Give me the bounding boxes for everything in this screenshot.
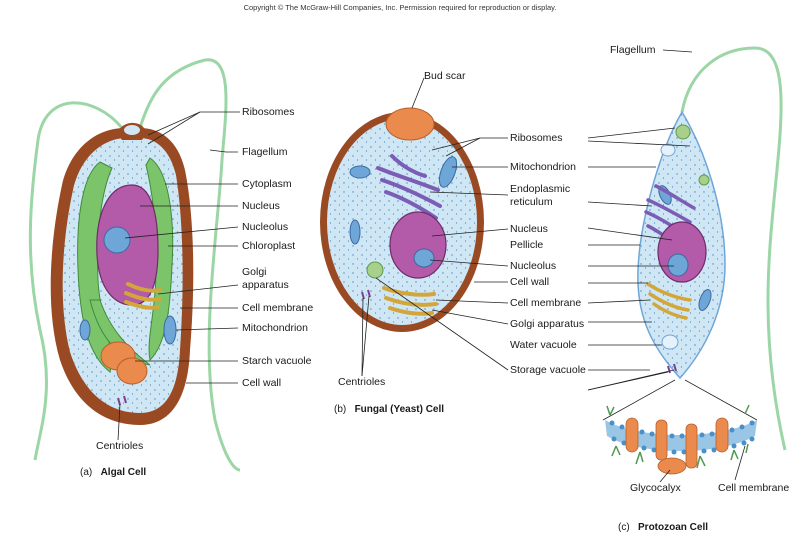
fungal-label-mitochondrion: Mitochondrion (510, 161, 576, 173)
fungal-label-centrioles: Centrioles (338, 376, 385, 388)
algal-label-mitochondrion: Mitochondrion (242, 322, 308, 334)
fungal-label-er-line1: Endoplasmic (510, 183, 570, 195)
protozoan-caption: (c) Protozoan Cell (618, 522, 708, 533)
protozoan-label-glycocalyx: Glycocalyx (630, 482, 681, 494)
algal-label-nucleus: Nucleus (242, 200, 280, 212)
algal-caption-title: Algal Cell (101, 467, 147, 478)
algal-label-cytoplasm: Cytoplasm (242, 178, 292, 190)
algal-label-chloroplast: Chloroplast (242, 240, 295, 252)
fungal-caption: (b) Fungal (Yeast) Cell (334, 404, 444, 415)
protozoan-label-pellicle: Pellicle (510, 239, 543, 251)
fungal-label-ribosomes: Ribosomes (510, 132, 563, 144)
fungal-label-storage-vacuole: Storage vacuole (510, 364, 586, 376)
fungal-label-bud-scar: Bud scar (424, 70, 465, 82)
fungal-label-cell-membrane: Cell membrane (510, 297, 581, 309)
protozoan-membrane-detail (605, 405, 757, 474)
algal-nucleolus (104, 227, 130, 253)
protozoan-caption-title: Protozoan Cell (638, 522, 708, 533)
fungal-bud-scar (386, 108, 434, 140)
algal-mitochondrion (164, 316, 176, 344)
algal-label-flagellum: Flagellum (242, 146, 288, 158)
algal-caption-letter: (a) (80, 467, 92, 478)
protozoan-label-water-vacuole: Water vacuole (510, 339, 577, 351)
algal-label-cell-membrane: Cell membrane (242, 302, 313, 314)
fungal-storage-vacuole (367, 262, 383, 278)
protozoan-label-flagellum: Flagellum (610, 44, 656, 56)
algal-label-cell-wall: Cell wall (242, 377, 281, 389)
protozoan-water-vacuole (662, 335, 678, 349)
algal-label-centrioles: Centrioles (96, 440, 143, 452)
fungal-label-golgi: Golgi apparatus (510, 318, 584, 330)
fungal-nucleolus (414, 249, 434, 267)
fungal-label-cell-wall: Cell wall (510, 276, 549, 288)
algal-label-nucleolus: Nucleolus (242, 221, 288, 233)
protozoan-caption-letter: (c) (618, 522, 630, 533)
fungal-label-nucleolus: Nucleolus (510, 260, 556, 272)
fungal-nucleus (390, 212, 446, 278)
algal-label-starch-vacuole: Starch vacuole (242, 355, 311, 367)
algal-label-ribosomes: Ribosomes (242, 106, 295, 118)
fungal-caption-title: Fungal (Yeast) Cell (355, 404, 444, 415)
algal-label-golgi-line1: Golgi (242, 266, 267, 278)
algal-caption: (a) Algal Cell (80, 467, 146, 478)
fungal-label-er-line2: reticulum (510, 196, 553, 208)
protozoan-label-cell-membrane: Cell membrane (718, 482, 789, 494)
fungal-cell (320, 108, 484, 332)
protozoan-cell (603, 48, 785, 474)
algal-label-golgi-line2: apparatus (242, 279, 289, 291)
fungal-label-nucleus: Nucleus (510, 223, 548, 235)
algal-cell (30, 60, 240, 470)
fungal-caption-letter: (b) (334, 404, 346, 415)
